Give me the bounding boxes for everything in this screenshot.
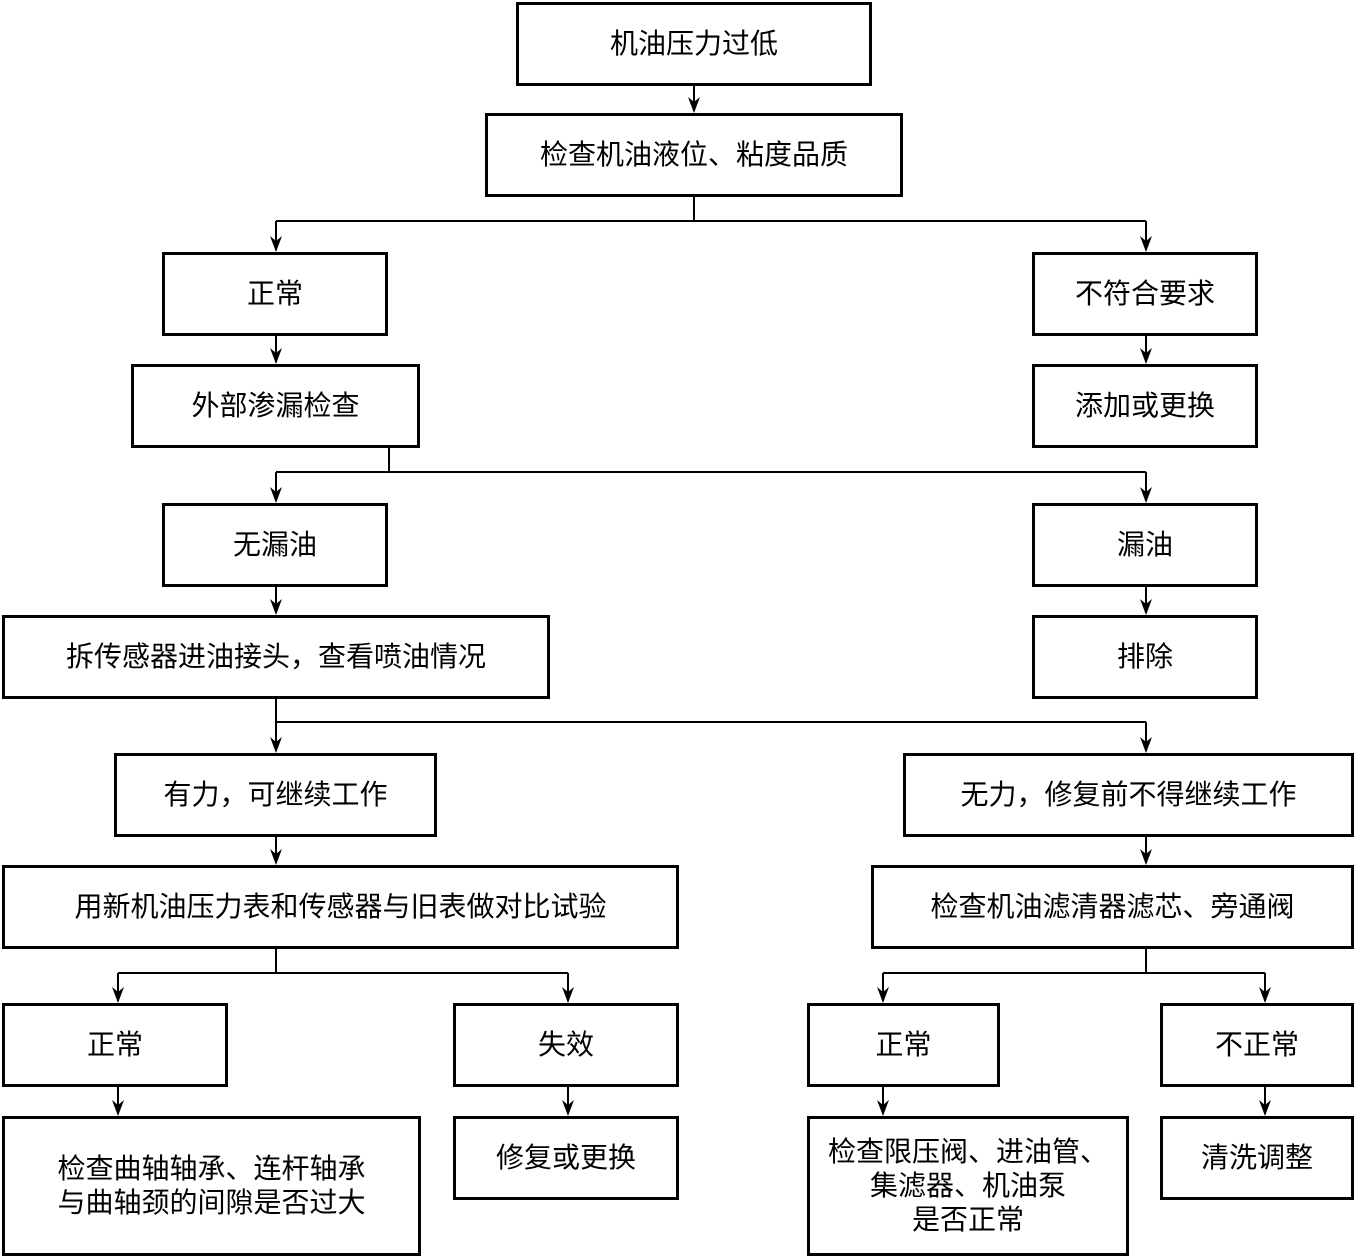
arrowhead <box>1140 849 1152 865</box>
arrowhead <box>877 987 889 1003</box>
arrowhead <box>562 987 574 1003</box>
node-not-meet-requirements: 不符合要求 <box>1032 252 1258 336</box>
node-check-bearing-clearance: 检查曲轴轴承、连杆轴承与曲轴颈的间隙是否过大 <box>2 1116 421 1256</box>
node-check-oil-level-viscosity: 检查机油液位、粘度品质 <box>485 113 903 197</box>
node-eliminate-leak: 排除 <box>1032 615 1258 699</box>
node-gauge-normal: 正常 <box>2 1003 228 1087</box>
node-weak-stop-work: 无力，修复前不得继续工作 <box>903 753 1354 837</box>
arrowhead <box>270 348 282 364</box>
arrowhead <box>270 849 282 865</box>
arrowhead <box>270 599 282 615</box>
arrowhead <box>688 97 700 113</box>
arrowhead <box>1140 737 1152 753</box>
arrowhead <box>1140 236 1152 252</box>
node-normal-level: 正常 <box>162 252 388 336</box>
node-add-or-replace-oil: 添加或更换 <box>1032 364 1258 448</box>
arrowhead <box>112 1100 124 1116</box>
node-filter-normal: 正常 <box>807 1003 1000 1087</box>
node-gauge-failed: 失效 <box>453 1003 679 1087</box>
arrowhead <box>270 737 282 753</box>
node-clean-and-adjust: 清洗调整 <box>1160 1116 1354 1200</box>
node-compare-gauge-test: 用新机油压力表和传感器与旧表做对比试验 <box>2 865 679 949</box>
arrowhead <box>1140 348 1152 364</box>
node-repair-or-replace-gauge: 修复或更换 <box>453 1116 679 1200</box>
arrowhead <box>562 1100 574 1116</box>
arrowhead <box>1140 487 1152 503</box>
node-check-oil-filter-bypass: 检查机油滤清器滤芯、旁通阀 <box>871 865 1354 949</box>
node-oil-leak: 漏油 <box>1032 503 1258 587</box>
arrowhead <box>877 1100 889 1116</box>
arrowhead <box>1259 987 1271 1003</box>
node-remove-sensor-check-spray: 拆传感器进油接头，查看喷油情况 <box>2 615 550 699</box>
arrowhead <box>270 236 282 252</box>
node-low-oil-pressure: 机油压力过低 <box>516 2 872 86</box>
arrowhead <box>1259 1100 1271 1116</box>
node-strong-continue-work: 有力，可继续工作 <box>114 753 437 837</box>
arrowhead <box>1140 599 1152 615</box>
arrowhead <box>112 987 124 1003</box>
node-no-oil-leak: 无漏油 <box>162 503 388 587</box>
node-check-relief-valve-pump: 检查限压阀、进油管、集滤器、机油泵是否正常 <box>807 1116 1129 1256</box>
node-filter-abnormal: 不正常 <box>1160 1003 1354 1087</box>
node-external-leak-check: 外部渗漏检查 <box>131 364 420 448</box>
arrowhead <box>270 487 282 503</box>
